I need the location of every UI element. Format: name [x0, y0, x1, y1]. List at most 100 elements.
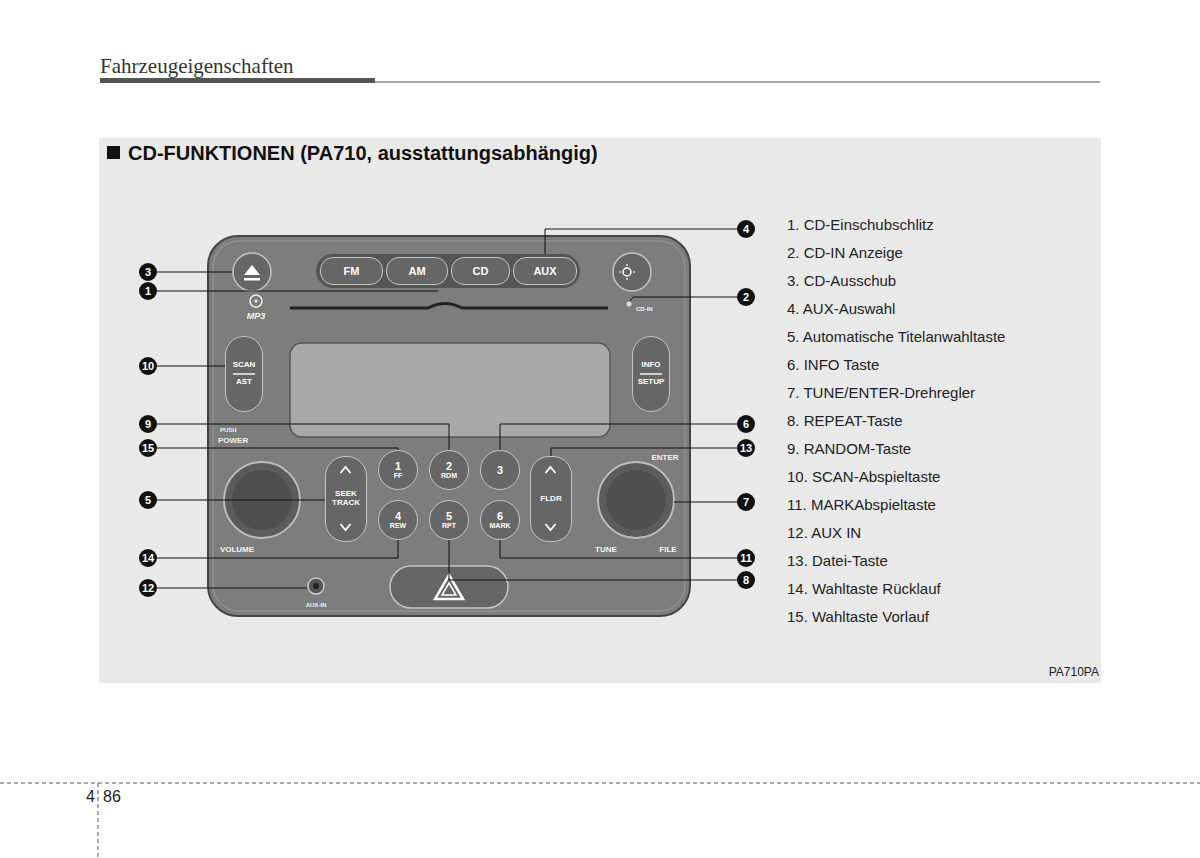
cd-in-indicator [627, 302, 632, 307]
header-bar [100, 78, 375, 83]
leader-line [157, 500, 326, 501]
callout-number: 1 [139, 282, 157, 300]
leader-line [545, 229, 737, 254]
button-divider [233, 373, 255, 375]
panel-label: FILE [659, 545, 676, 554]
radio-button: AM [386, 257, 448, 285]
button-label: 6 [497, 510, 503, 522]
panel-label: PUSH [220, 427, 237, 433]
button-label: 1 [395, 460, 401, 472]
aux-jack [308, 578, 324, 594]
callout-number: 14 [139, 549, 157, 567]
radio-button: CD [451, 257, 510, 285]
callout-number: 7 [737, 493, 755, 511]
button-label: REW [390, 522, 406, 530]
callout-number: 9 [139, 415, 157, 433]
sun-symbol [623, 268, 631, 276]
footer-divider [98, 783, 99, 858]
legend-item: 13. Datei-Taste [787, 552, 888, 569]
button-label: SEEK TRACK [329, 490, 363, 508]
up-arrow [546, 467, 556, 473]
eject-button [233, 253, 271, 291]
leader-line [500, 424, 737, 450]
down-arrow [546, 524, 556, 530]
legend-item: 5. Automatische Titelanwahltaste [787, 328, 1005, 345]
legend-item: 7. TUNE/ENTER-Drehregler [787, 384, 975, 401]
panel-label: CD-IN [636, 306, 653, 312]
button-label: 3 [497, 464, 503, 476]
button-label: 4 [395, 510, 401, 522]
button-label: AM [408, 265, 425, 277]
legend-item: 15. Wahltaste Vorlauf [787, 608, 929, 625]
radio-button: 4REW [378, 500, 418, 540]
hazard-triangle-inner [442, 583, 456, 595]
button-label: 5 [446, 510, 452, 522]
footer-rule [0, 783, 1200, 784]
display [290, 343, 610, 437]
moon-symbol [633, 266, 640, 278]
button-label: AUX [533, 265, 556, 277]
radio-button: 6MARK [480, 500, 520, 540]
callout-number: 2 [737, 288, 755, 306]
header-title: Fahrzeugeigenschaften [100, 54, 294, 79]
callout-number: 4 [737, 220, 755, 238]
callout-number: 13 [737, 439, 755, 457]
leader-line [449, 540, 737, 580]
tune-knob [598, 462, 674, 538]
figure-panel [99, 138, 1101, 683]
legend-item: 14. Wahltaste Rücklauf [787, 580, 941, 597]
leader-line [157, 424, 449, 450]
callout-number: 10 [139, 357, 157, 375]
button-divider [640, 373, 662, 375]
legend-item: 9. RANDOM-Taste [787, 440, 911, 457]
button-label: 2 [446, 460, 452, 472]
button-label: FLDR [534, 495, 568, 504]
eject-symbol-bar [244, 278, 260, 281]
button-label: MARK [490, 522, 511, 530]
button-label: RDM [441, 472, 457, 480]
radio-button: 1FF [378, 450, 418, 490]
down-arrow [341, 524, 351, 530]
sun-rays [619, 264, 635, 280]
leader-line [500, 540, 737, 558]
leader-line [157, 588, 307, 589]
panel-label: VOLUME [220, 545, 254, 554]
disc-logo-hole [255, 300, 258, 303]
logo-text: MP3 [247, 311, 266, 321]
callout-number: 11 [737, 549, 755, 567]
radio-button: AUX [513, 257, 577, 285]
title-square [107, 146, 120, 159]
legend-item: 6. INFO Taste [787, 356, 879, 373]
button-label: FF [394, 472, 403, 480]
panel-label: ENTER [651, 453, 678, 462]
legend-item: 11. MARKAbspieltaste [787, 496, 936, 513]
legend-item: 8. REPEAT-Taste [787, 412, 903, 429]
legend-item: 10. SCAN-Abspieltaste [787, 468, 940, 485]
radio-button: INFOSETUP [632, 336, 670, 412]
legend-item: 4. AUX-Auswahl [787, 300, 895, 317]
leader-line [157, 272, 232, 273]
callout-number: 5 [139, 491, 157, 509]
radio-button: 2RDM [429, 450, 469, 490]
callout-number: 6 [737, 415, 755, 433]
callout-number: 15 [139, 439, 157, 457]
radio-button: FM [320, 257, 383, 285]
leader-line [630, 297, 737, 301]
button-label: INFO [641, 361, 660, 370]
cd-slot [290, 304, 608, 309]
aux-jack-hole [313, 583, 319, 589]
callout-number: 12 [139, 579, 157, 597]
callout-number: 3 [139, 263, 157, 281]
page-number: 4 [86, 788, 95, 806]
leader-line [551, 448, 737, 456]
leader-line [157, 540, 398, 558]
legend-item: 12. AUX IN [787, 524, 861, 541]
legend-item: 2. CD-IN Anzeige [787, 244, 903, 261]
leader-line [157, 291, 438, 292]
panel-label: TUNE [595, 545, 617, 554]
button-label: SCAN [233, 361, 256, 370]
radio-button: 5RPT [429, 500, 469, 540]
page-number: 86 [103, 788, 121, 806]
leader-line [157, 366, 225, 367]
